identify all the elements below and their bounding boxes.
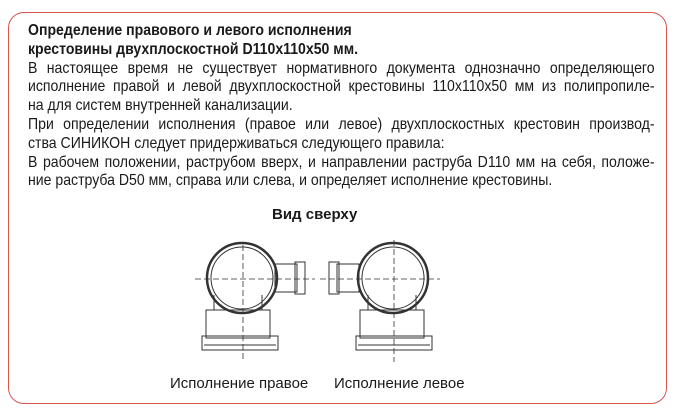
body-line: ние раструба D50 мм, справа или слева, и… <box>28 172 553 190</box>
left-fitting-drawing <box>320 240 440 362</box>
caption-left-version: Исполнение левое <box>334 375 465 392</box>
heading-line-2: крестовины двухплоскостной D110x110x50 м… <box>28 40 359 58</box>
body-line: В рабочем положении, раструбом вверх, и … <box>28 153 655 171</box>
body-line: исполнение правой и левой двухплоскостно… <box>28 78 655 96</box>
caption-right-version: Исполнение правое <box>170 375 309 392</box>
figure-title: Вид сверху <box>272 206 358 223</box>
body-line: В настоящее время не существует норматив… <box>28 59 655 77</box>
heading-line-1: Определение правового и левого исполнени… <box>28 22 352 39</box>
document-frame <box>8 12 667 404</box>
body-line: ства СИНИКОН следует придерживаться след… <box>28 134 445 152</box>
body-line: на для систем внутренней канализации. <box>28 97 293 115</box>
right-fitting-drawing <box>195 241 315 362</box>
body-line: При определении исполнения (правое или л… <box>28 115 655 133</box>
document-text: Определение правового и левого исполнени… <box>28 22 655 191</box>
